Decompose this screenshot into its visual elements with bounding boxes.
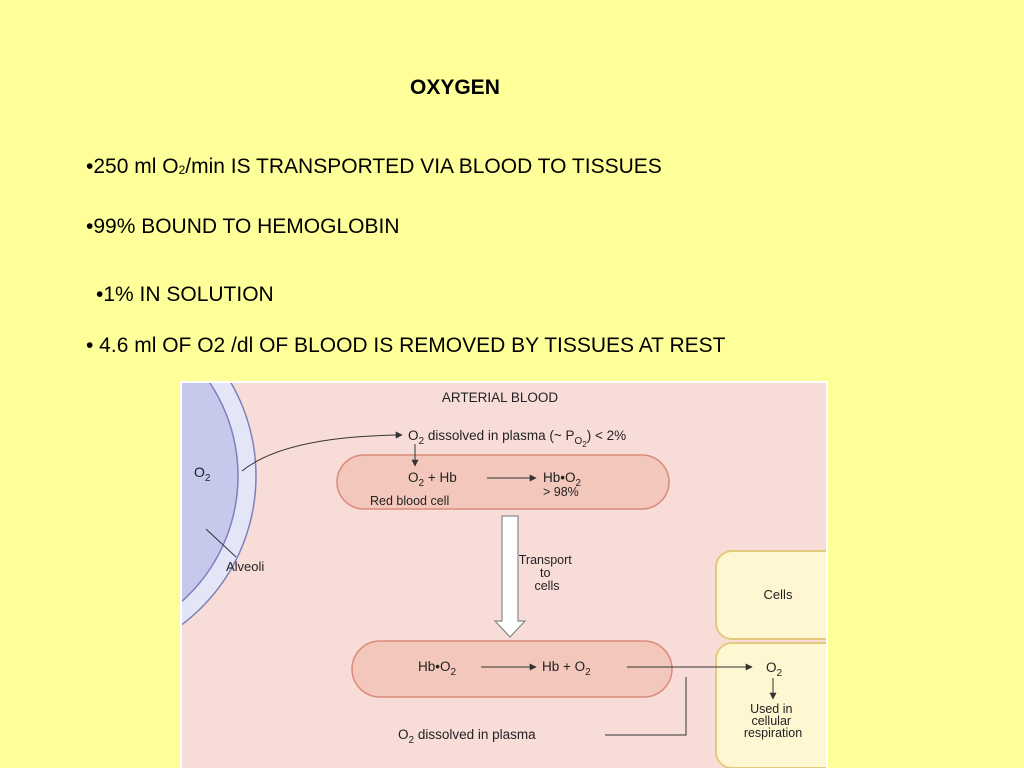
- cell-o2-label: O2: [766, 660, 783, 679]
- dissolved-plasma-bottom-label: O2 dissolved in plasma: [398, 727, 536, 746]
- used-in-respiration-label: Used in cellular respiration: [744, 702, 802, 740]
- bullet-removed-by-tissues: • 4.6 ml OF O2 /dl OF BLOOD IS REMOVED B…: [86, 334, 726, 357]
- dissolved-plasma-top-label: O2 dissolved in plasma (~ PO2) < 2%: [408, 428, 626, 449]
- bullet-1-suffix: /min IS TRANSPORTED VIA BLOOD TO TISSUES: [185, 155, 662, 178]
- bullet-1-subscript: 2: [178, 163, 186, 177]
- alveoli-leader-line: [205, 528, 237, 558]
- rbc-bottom-left-eq: Hb•O2: [418, 659, 456, 678]
- transport-arrow: [493, 515, 527, 638]
- tissue-cell-bottom: [715, 642, 826, 768]
- bullet-in-solution: •1% IN SOLUTION: [96, 283, 274, 306]
- diagram-svg: ARTERIAL BLOOD O2 Alveoli O2 dissolved i…: [182, 383, 826, 768]
- red-blood-cell-label: Red blood cell: [370, 494, 449, 508]
- cells-label: Cells: [764, 587, 793, 602]
- diffusion-arrow: [241, 431, 403, 472]
- alveoli-shape: [182, 383, 239, 603]
- bullet-oxygen-transport: •250 ml O2/min IS TRANSPORTED VIA BLOOD …: [86, 155, 662, 179]
- rbc-top-right-eq: Hb•O2: [543, 470, 581, 489]
- alveoli-label: Alveoli: [226, 559, 264, 574]
- alveoli-o2-label: O2: [194, 464, 211, 484]
- transport-label: Transport to cells: [519, 553, 576, 593]
- diagram-header: ARTERIAL BLOOD: [442, 390, 559, 405]
- slide-title: OXYGEN: [410, 76, 500, 99]
- red-blood-cell-bottom: [351, 640, 673, 698]
- red-blood-cell-top: [336, 454, 670, 510]
- plasma-path-line: [605, 677, 687, 736]
- bullet-hemoglobin-bound: •99% BOUND TO HEMOGLOBIN: [86, 215, 400, 238]
- tissue-cell-top: [715, 550, 826, 640]
- rbc-top-percent: > 98%: [543, 485, 579, 499]
- rbc-top-left-eq: O2 + Hb: [408, 470, 457, 489]
- rbc-bottom-right-eq: Hb + O2: [542, 659, 591, 678]
- bullet-1-prefix: •250 ml O: [86, 155, 179, 178]
- oxygen-transport-diagram: ARTERIAL BLOOD O2 Alveoli O2 dissolved i…: [180, 381, 828, 768]
